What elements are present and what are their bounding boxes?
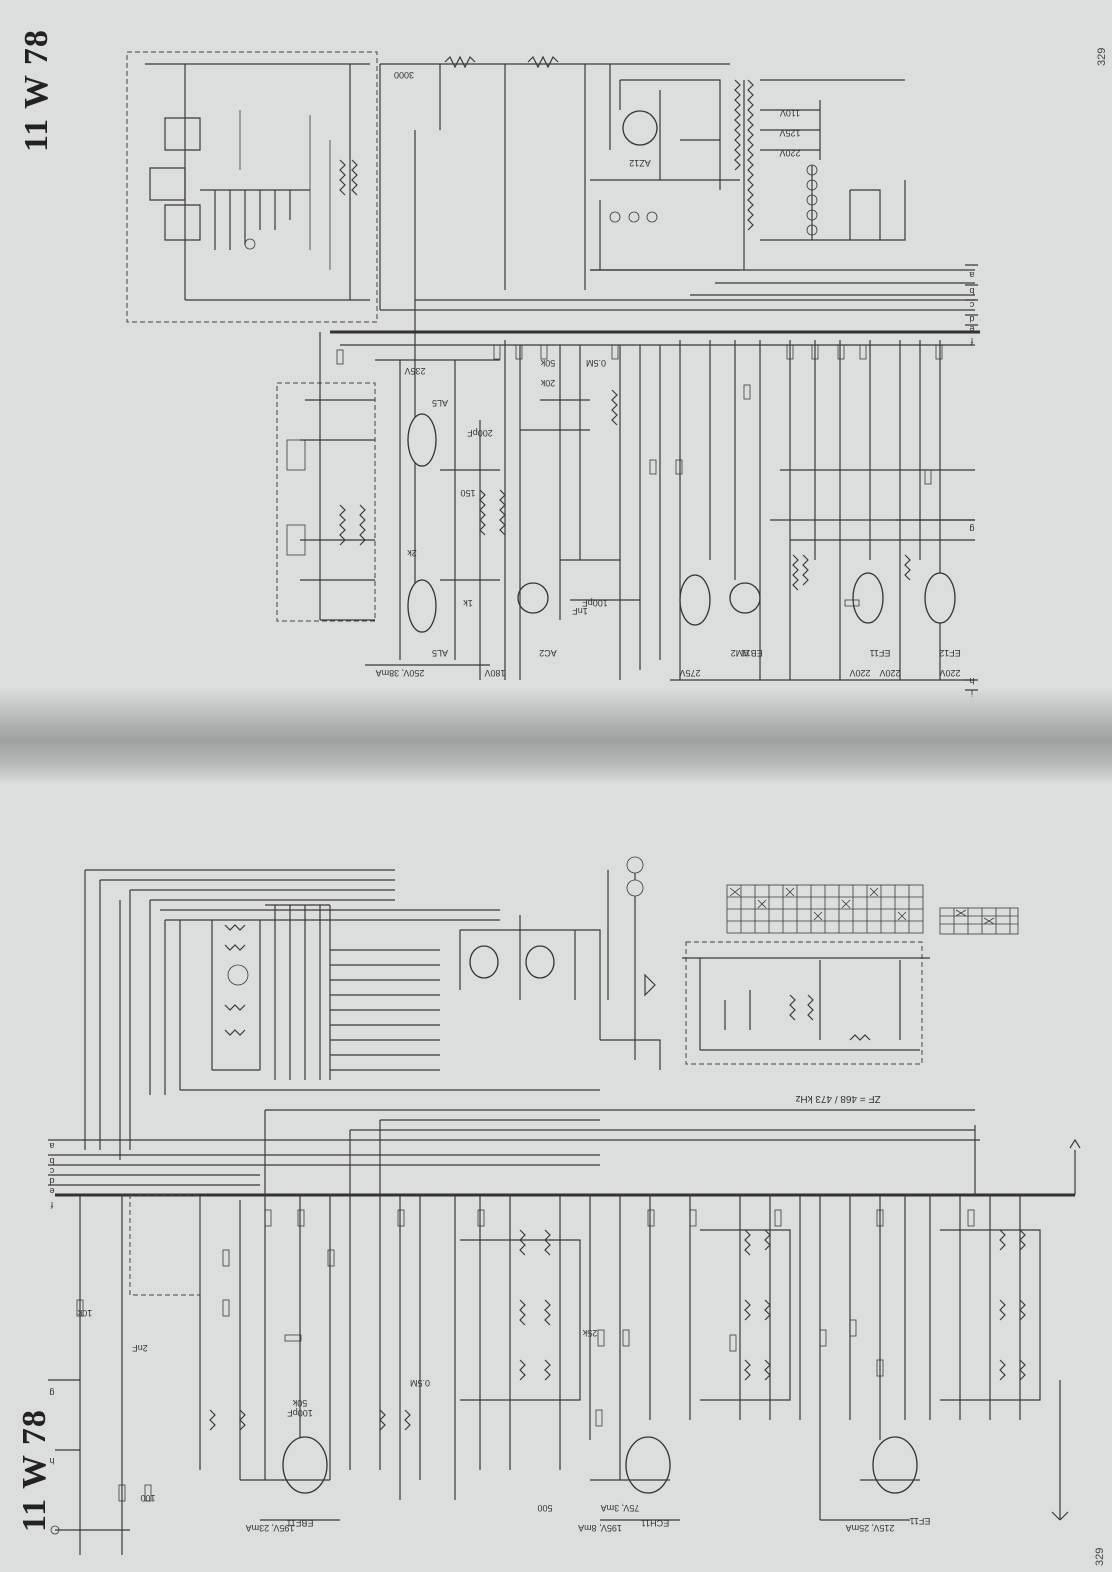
component-value: 500 <box>537 1503 552 1513</box>
component-value: 0.5M <box>410 1378 430 1388</box>
zf-frequency-label: ZF = 468 / 473 kHz <box>795 1093 880 1104</box>
tube-label: AM2 <box>731 648 750 658</box>
tube-label: AZ12 <box>629 158 651 168</box>
component-value: 195V, 8mA <box>578 1523 622 1533</box>
tube-label: EF11 <box>870 648 891 658</box>
tube-label: AC2 <box>539 648 557 658</box>
component-value: 10k <box>77 1308 92 1318</box>
tube-ef11-upper <box>852 572 884 624</box>
bus-label: i <box>971 688 973 698</box>
bus-label: f <box>50 1200 53 1210</box>
bus-label: a <box>969 270 974 280</box>
bus-label: f <box>970 336 973 346</box>
output-speaker-box <box>276 382 376 622</box>
bus-label: h <box>969 676 974 686</box>
bus-label: g <box>969 524 974 534</box>
component-value: 220V <box>939 668 960 678</box>
bus-label: b <box>49 1156 54 1166</box>
component-value: 235V <box>404 366 425 376</box>
bus-label: d <box>969 314 974 324</box>
tube-ebf11 <box>282 1436 328 1494</box>
component-value: 220V <box>849 668 870 678</box>
component-value: 215V, 25mA <box>846 1523 895 1533</box>
tube-ech11 <box>625 1436 671 1494</box>
tube-az12 <box>622 110 658 146</box>
tube-ac2 <box>517 582 549 614</box>
component-value: 195V, 23mA <box>246 1523 295 1533</box>
component-value: 110V <box>780 108 800 118</box>
component-value: 100pF <box>582 598 608 608</box>
component-value: 0.5M <box>586 358 606 368</box>
component-value: 50k <box>292 1398 307 1408</box>
tube-label: EBF11 <box>287 1518 314 1528</box>
bus-label: h <box>49 1456 54 1466</box>
component-value: 25k <box>582 1328 597 1338</box>
tube-em-left <box>469 945 499 979</box>
component-value: 75V, 3mA <box>601 1503 640 1513</box>
zf-filter-box <box>685 941 923 1065</box>
component-value: 20k <box>540 378 555 388</box>
bus-label: b <box>969 286 974 296</box>
tube-label: ECH11 <box>641 1518 669 1528</box>
component-value: 100 <box>140 1493 155 1503</box>
bus-label: e <box>49 1186 54 1196</box>
tube-al5-bottom <box>407 579 437 633</box>
component-value: 50k <box>540 358 555 368</box>
bus-label: c <box>969 300 974 310</box>
bus-label: c <box>49 1166 54 1176</box>
detector-box <box>129 1194 201 1296</box>
bus-label: a <box>49 1141 54 1151</box>
tube-label: AL5 <box>432 398 448 408</box>
component-value: 220V <box>779 148 800 158</box>
component-value: 150 <box>460 488 475 498</box>
speaker-switch-box <box>126 51 378 323</box>
tube-ef11-lower <box>872 1436 918 1494</box>
component-value: 2nF <box>132 1343 148 1353</box>
component-value: 200pF <box>467 428 493 438</box>
component-value: 2k <box>407 548 417 558</box>
bus-label: e <box>969 324 974 334</box>
tube-label: AL5 <box>432 648 448 658</box>
component-value: 275V <box>679 668 700 678</box>
component-value: 1k <box>463 598 473 608</box>
tube-em-right <box>525 945 555 979</box>
tube-al5-top <box>407 413 437 467</box>
bus-label: d <box>49 1176 54 1186</box>
component-value: 3000 <box>394 70 414 80</box>
tube-label: EF12 <box>939 648 961 658</box>
tube-label: EF11 <box>910 1516 931 1526</box>
component-value: 180V <box>484 668 505 678</box>
component-value: 1nF <box>572 606 588 616</box>
component-value: 220V <box>879 668 900 678</box>
component-value: 125V <box>779 128 800 138</box>
component-value: 250V, 38mA <box>376 668 425 678</box>
tube-ef12 <box>924 572 956 624</box>
page-fold-shadow <box>0 688 1112 784</box>
bus-label: g <box>49 1388 54 1398</box>
tube-label: EB11 <box>741 648 762 658</box>
component-value: 100pF <box>287 1408 313 1418</box>
